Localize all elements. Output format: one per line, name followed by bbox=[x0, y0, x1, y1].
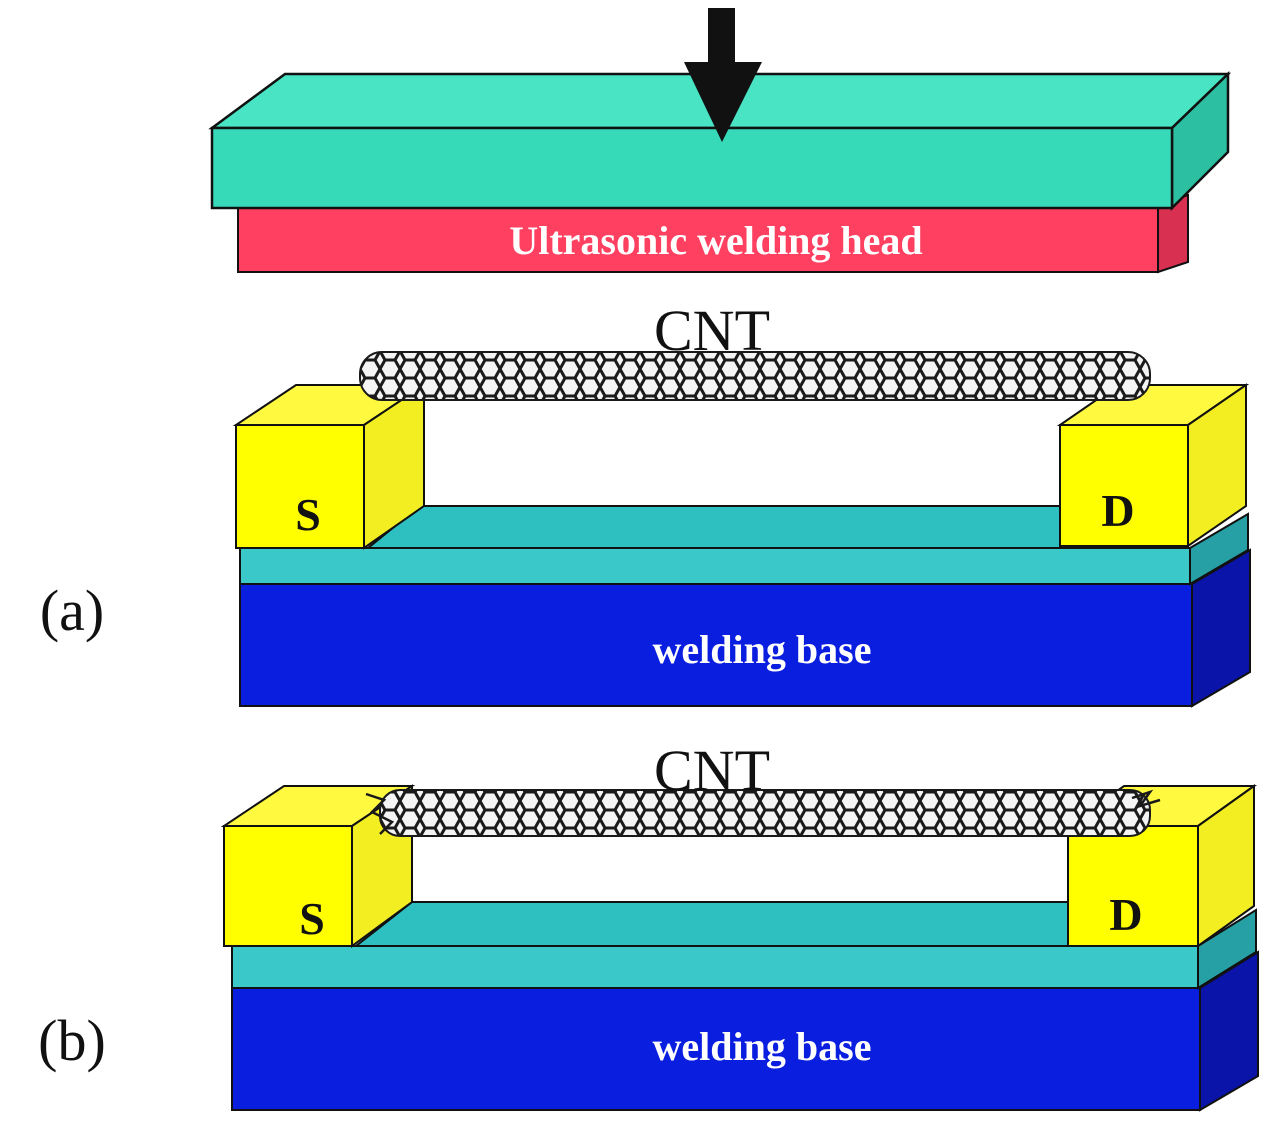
panel-a-label: (a) bbox=[40, 578, 104, 643]
panel-a: welding base S D CNT (a) bbox=[40, 298, 1251, 708]
panel-b-dielectric-top bbox=[353, 901, 1071, 947]
panel-a-dielectric-top bbox=[365, 505, 1063, 549]
panel-b-cnt-weld-right bbox=[1131, 789, 1161, 809]
welding-head-front bbox=[237, 204, 1159, 273]
panel-a-dielectric-front bbox=[239, 547, 1191, 585]
panel-b-base-label: welding base bbox=[653, 1024, 872, 1069]
panel-b-source-electrode: S bbox=[220, 784, 416, 948]
welding-head-assembly: Ultrasonic welding head bbox=[208, 8, 1232, 274]
panel-a-base-front bbox=[239, 583, 1193, 707]
panel-a-base-label: welding base bbox=[653, 627, 872, 672]
panel-b-dielectric-front bbox=[231, 945, 1199, 989]
panel-b-cnt-weld-left bbox=[365, 792, 395, 835]
panel-b-drain-label: D bbox=[1109, 889, 1142, 940]
panel-a-drain-electrode: D bbox=[1056, 383, 1250, 548]
panel-a-cnt: CNT bbox=[359, 298, 1151, 401]
panel-a-cnt-label: CNT bbox=[654, 298, 770, 363]
panel-b-drain-front bbox=[1067, 825, 1199, 947]
panel-b-drain-electrode: D bbox=[1064, 784, 1258, 948]
panel-b-source-front bbox=[223, 825, 353, 947]
panel-a-drain-front bbox=[1059, 424, 1189, 547]
welding-head-block: Ultrasonic welding head bbox=[237, 193, 1189, 274]
panel-a-drain-label: D bbox=[1101, 485, 1134, 536]
pressure-plate-front bbox=[210, 126, 1174, 210]
panel-b: welding base S D CNT (b) bbox=[38, 738, 1259, 1112]
panel-a-welding-base: welding base bbox=[239, 548, 1251, 708]
panel-b-cnt-tube bbox=[379, 789, 1151, 837]
panel-a-source-front bbox=[235, 424, 365, 549]
panel-b-welding-base: welding base bbox=[231, 950, 1259, 1112]
panel-a-dielectric-layer bbox=[239, 505, 1249, 586]
panel-b-cnt: CNT bbox=[365, 738, 1161, 837]
panel-b-label: (b) bbox=[38, 1008, 106, 1073]
panel-a-source-electrode: S bbox=[232, 383, 428, 550]
welding-head-label: Ultrasonic welding head bbox=[509, 218, 922, 263]
panel-b-base-front bbox=[231, 987, 1201, 1111]
panel-a-source-label: S bbox=[295, 489, 321, 540]
down-arrow-icon bbox=[684, 8, 762, 142]
panel-b-source-label: S bbox=[299, 893, 325, 944]
panel-b-cnt-label: CNT bbox=[654, 738, 770, 803]
panel-a-cnt-tube bbox=[359, 351, 1151, 401]
